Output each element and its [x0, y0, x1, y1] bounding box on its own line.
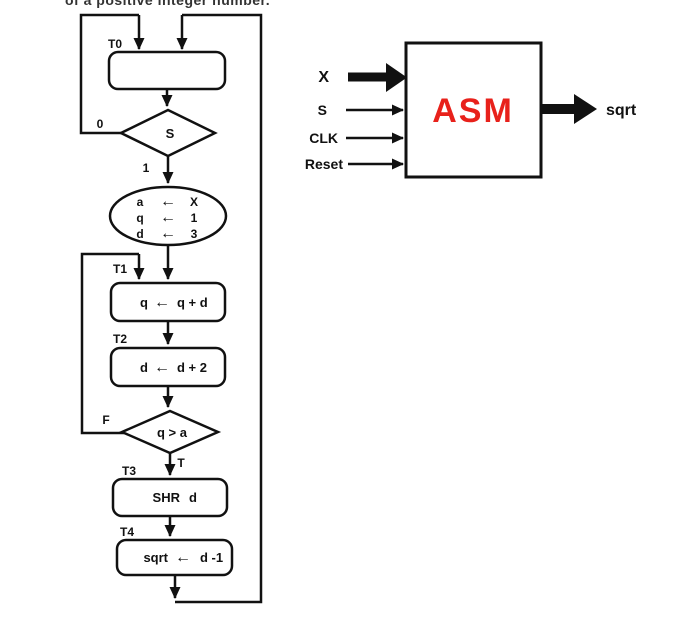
label-t4: T4: [120, 525, 134, 539]
init-dest-a: a: [137, 195, 144, 209]
t3-op: SHR: [153, 490, 181, 505]
assign-arrow-icon: ←: [160, 193, 176, 210]
t4-dest: sqrt: [143, 550, 168, 565]
process-box-t4: [115, 538, 234, 577]
init-row-a: a ← X: [137, 193, 198, 210]
init-dest-d: d: [136, 227, 143, 241]
process-box-t3: [111, 477, 229, 518]
init-ellipse: [108, 185, 228, 247]
bus-arrow-x-head: [386, 63, 407, 92]
init-src-q: 1: [191, 211, 198, 225]
t2-dest: d: [140, 360, 148, 375]
process-box-t1: [109, 281, 227, 323]
assign-arrow-icon: ←: [154, 294, 170, 311]
decision-s-text: S: [166, 126, 175, 141]
bus-arrow-x-shaft: [348, 72, 386, 82]
output-label-sqrt: sqrt: [606, 102, 637, 119]
label-t3: T3: [122, 464, 136, 478]
output-arrow-shaft: [541, 104, 574, 114]
assign-arrow-icon: ←: [160, 225, 176, 242]
flowchart: T0 S 0 1 a ← X q ← 1 d ← 3 T1 q ← q + d …: [79, 13, 263, 604]
label-t2: T2: [113, 332, 127, 346]
t4-expr: d -1: [200, 550, 223, 565]
connector-qa-false-loop: [80, 252, 139, 435]
branch-label-t: T: [177, 456, 185, 470]
branch-label-1: 1: [143, 161, 150, 175]
branch-label-0: 0: [97, 117, 104, 131]
state-box-t0: [107, 50, 227, 91]
t1-expr: q + d: [177, 295, 208, 310]
decision-s: [118, 108, 218, 158]
branch-label-f: F: [102, 413, 109, 427]
assign-arrow-icon: ←: [175, 549, 191, 566]
input-label-reset: Reset: [305, 156, 343, 172]
init-src-a: X: [190, 195, 198, 209]
label-t1: T1: [113, 262, 127, 276]
asm-module-label: ASM: [432, 92, 514, 130]
asm-module-box: [404, 41, 543, 179]
process-box-t2: [109, 346, 227, 388]
connector-main-feedback-loop: [175, 13, 263, 604]
t1-dest: q: [140, 295, 148, 310]
clipped-caption: of a positive integer number.: [65, 0, 270, 8]
decision-qa: [118, 409, 222, 455]
init-dest-q: q: [136, 211, 143, 225]
t3-operand: d: [189, 490, 197, 505]
label-t0: T0: [108, 37, 122, 51]
input-label-s: S: [318, 102, 327, 118]
asm-block-diagram: ASM X S CLK Reset sqrt: [305, 41, 637, 179]
input-label-x: X: [318, 69, 329, 86]
assign-arrow-icon: ←: [160, 209, 176, 226]
input-label-clk: CLK: [309, 130, 338, 146]
t2-expr: d + 2: [177, 360, 207, 375]
init-row-d: d ← 3: [136, 225, 197, 242]
assign-arrow-icon: ←: [154, 359, 170, 376]
connector-s-false-loop: [79, 13, 139, 135]
init-src-d: 3: [191, 227, 198, 241]
decision-qa-text: q > a: [157, 425, 188, 440]
init-row-q: q ← 1: [136, 209, 197, 226]
output-arrow-head: [574, 94, 597, 124]
